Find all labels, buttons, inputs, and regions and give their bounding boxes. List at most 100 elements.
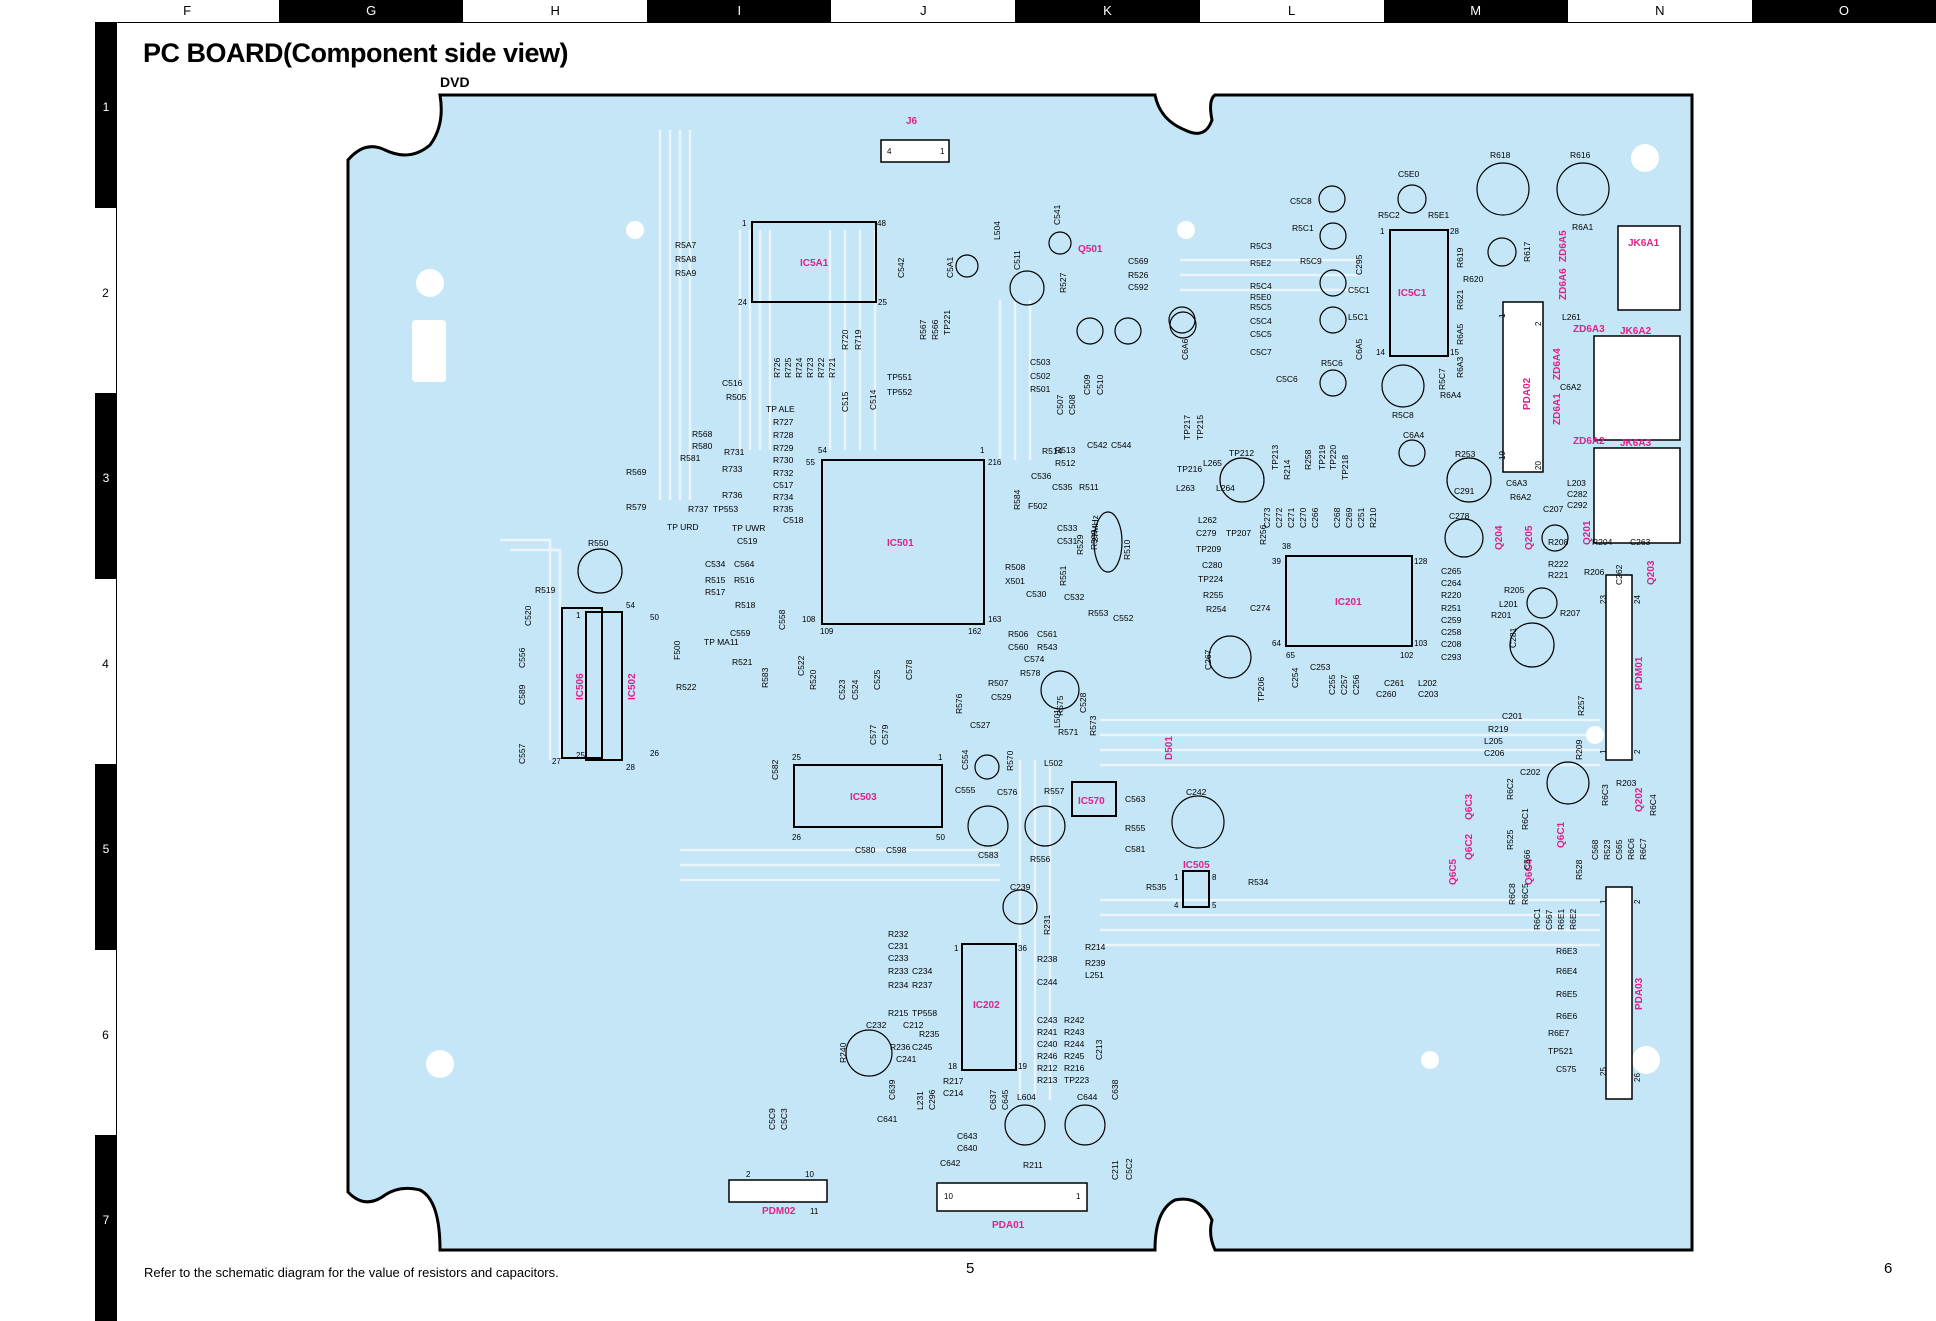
part-label: C580 [855,845,876,855]
part-label: C531 [1057,536,1078,546]
pin-number: 15 [1450,348,1459,357]
part-label: C555 [955,785,976,795]
part-label: C292 [1567,500,1588,510]
pin-number: 1 [1599,899,1608,904]
part-label: R6E5 [1556,989,1578,999]
part-label: R240 [838,1042,848,1063]
part-label: C231 [888,941,909,951]
part-label: R509 [1089,529,1099,550]
capacitor-symbol [1509,622,1555,668]
mounting-hole [1632,1046,1660,1074]
part-label: C514 [868,389,878,410]
connector-label: PDA03 [1634,977,1645,1010]
part-label: C203 [1418,689,1439,699]
part-label: C518 [783,515,804,525]
part-label: R235 [919,1029,940,1039]
part-label: R6E4 [1556,966,1578,976]
part-label: TP216 [1177,464,1202,474]
connector-bodies [728,139,1681,1212]
mounting-hole [416,269,444,297]
part-label: C207 [1543,504,1564,514]
pin-number: 14 [1376,348,1385,357]
connector-pda03 [1605,886,1633,1100]
part-label: R578 [1020,668,1041,678]
page-number-left: 5 [966,1260,975,1277]
part-label: C515 [840,391,850,412]
part-label: C558 [777,609,787,630]
pin-number: 216 [988,458,1002,467]
pin-number: 162 [968,627,982,636]
part-label: R569 [626,467,647,477]
connector-jk6a3 [1593,447,1681,544]
part-label: C271 [1286,507,1296,528]
part-label: R726 [772,357,782,378]
part-label: C242 [1186,787,1207,797]
part-label: C258 [1441,627,1462,637]
pin-number: 1 [938,753,943,762]
part-label: TP551 [887,372,912,382]
footnote: Refer to the schematic diagram for the v… [144,1265,559,1280]
ic-label: IC201 [1335,597,1362,608]
part-label: C509 [1082,374,1092,395]
capacitor-symbol [1064,1104,1106,1146]
part-label: C561 [1037,629,1058,639]
column-index-m: M [1383,0,1568,22]
part-label: F502 [1028,501,1048,511]
part-label: R6E2 [1568,908,1578,930]
part-label: R6A4 [1440,390,1462,400]
part-label: C6A5 [1354,338,1364,360]
pin-number: 102 [1400,651,1414,660]
connector-jk6a1 [1617,225,1681,311]
column-index-l: L [1287,3,1296,18]
part-label: C578 [904,659,914,680]
transistor-label: Q203 [1646,560,1657,585]
part-label: C5C8 [1290,196,1312,206]
part-label: C202 [1520,767,1541,777]
pin-number: 10 [944,1192,953,1201]
part-label: R576 [954,693,964,714]
part-label: R232 [888,929,909,939]
part-label: R6A5 [1455,323,1465,345]
part-label: R6C1 [1532,908,1542,930]
part-label: C256 [1351,674,1361,695]
part-label: C293 [1441,652,1462,662]
pin-number: 1 [1174,873,1179,882]
ic-body [751,221,877,303]
part-label: TP558 [912,1008,937,1018]
pin-number: 26 [650,749,659,758]
part-label: R239 [1085,958,1106,968]
capacitor-symbol [955,254,979,278]
part-label: R621 [1455,289,1465,310]
part-label: R6C4 [1648,794,1658,816]
pin-number: 25 [792,753,801,762]
pin-number: 64 [1272,639,1281,648]
ic-label: IC5A1 [800,258,829,269]
part-label: C568 [1590,839,1600,860]
part-label: C232 [866,1020,887,1030]
part-label: R551 [1058,565,1068,586]
part-label: R6E1 [1556,908,1566,930]
part-label: R6A3 [1455,356,1465,378]
part-label: R521 [732,657,753,667]
part-label: R5C5 [1250,302,1272,312]
connector-jk6a2 [1593,335,1681,441]
part-label: R573 [1088,715,1098,736]
part-label: TP213 [1270,445,1280,470]
part-label: C507 [1055,394,1065,415]
part-label: C559 [730,628,751,638]
ic-body [1285,555,1413,647]
part-label: C520 [523,605,533,626]
part-label: C5C6 [1276,374,1298,384]
part-labels: R5A7 R5A8 R5A9 C542 C5A1 L504 C541 C511 … [517,150,1658,1180]
part-label: R216 [1064,1063,1085,1073]
part-label: TP521 [1548,1046,1573,1056]
part-label: C637 [988,1089,998,1110]
part-label: R245 [1064,1051,1085,1061]
part-label: R579 [626,502,647,512]
diode-label: D501 [1164,736,1175,760]
part-label: R5C6 [1321,358,1343,368]
part-label: R253 [1455,449,1476,459]
part-label: R550 [588,538,609,548]
connector-label: J6 [906,116,918,127]
